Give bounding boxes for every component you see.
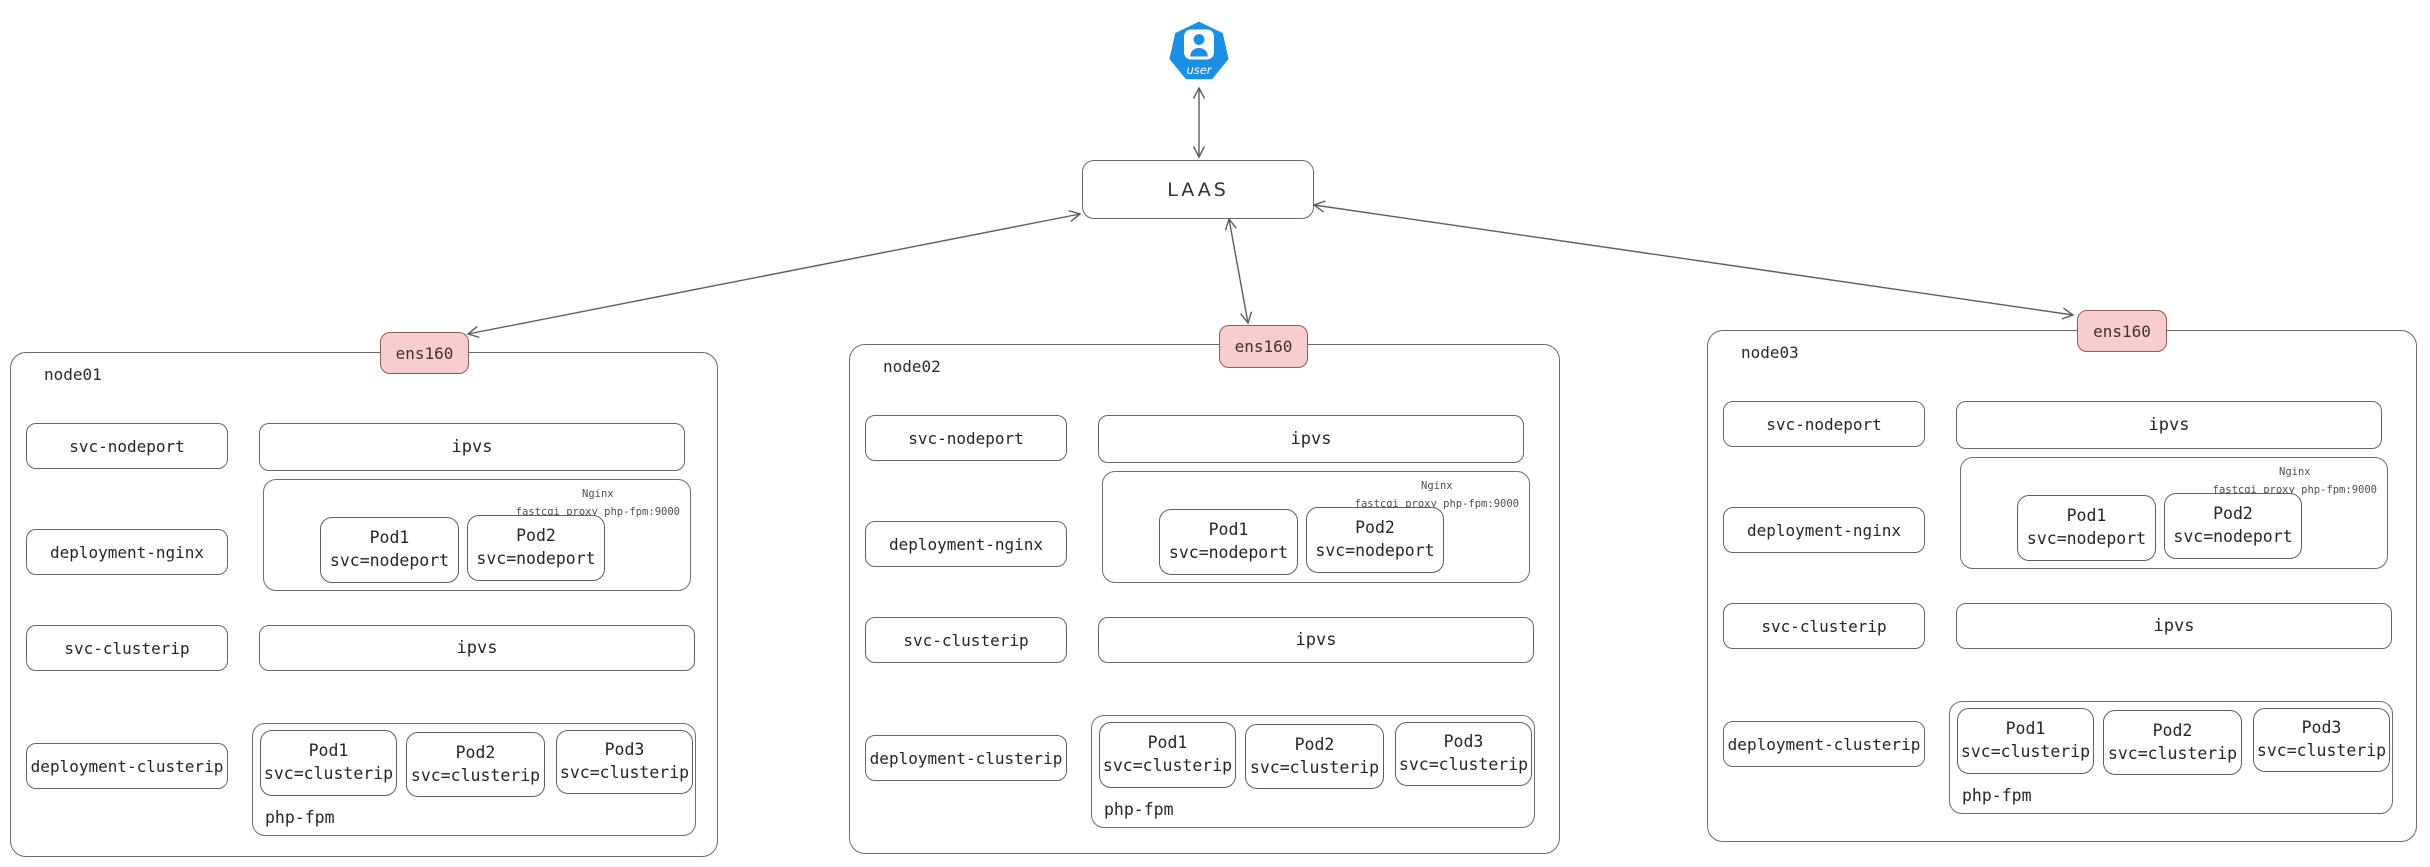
ipvs-box-top: ipvs (1956, 401, 2382, 449)
pod-clusterip-1: Pod1 svc=clusterip (260, 730, 397, 796)
pod-clusterip-1: Pod1 svc=clusterip (1099, 722, 1236, 788)
pod-service: svc=nodeport (1168, 543, 1289, 562)
pod-title: Pod1 (2005, 719, 2046, 739)
node-group: node01 svc-nodeport deployment-nginx svc… (10, 352, 718, 857)
phpfpm-pod-group: Pod1 svc=clusterip Pod2 svc=clusterip Po… (1091, 715, 1535, 828)
ens160-interface: ens160 (2077, 310, 2167, 352)
pod-service: svc=clusterip (410, 765, 541, 785)
deployment-clusterip-box: deployment-clusterip (1723, 721, 1925, 767)
ipvs-box-top: ipvs (259, 423, 685, 471)
user-body (1190, 48, 1208, 57)
pod-clusterip-2: Pod2 svc=clusterip (1245, 724, 1384, 789)
pod-clusterip-2: Pod2 svc=clusterip (406, 732, 545, 797)
pod-title: Pod1 (369, 528, 410, 548)
pod-title: Pod1 (2066, 506, 2107, 526)
svc-nodeport-box: svc-nodeport (26, 423, 228, 469)
pod-clusterip-3: Pod3 svc=clusterip (556, 730, 693, 794)
phpfpm-label: php-fpm (1962, 786, 2032, 805)
svc-nodeport-box: svc-nodeport (865, 415, 1067, 461)
node-title: node03 (1741, 343, 1799, 362)
deployment-nginx-box: deployment-nginx (1723, 507, 1925, 553)
ipvs-box-bottom: ipvs (1098, 617, 1534, 663)
nginx-pod-group: Nginx fastcgi_proxy php-fpm:9000 Pod1 sv… (1102, 471, 1530, 583)
pod-clusterip-1: Pod1 svc=clusterip (1957, 708, 2094, 774)
ipvs-box-bottom: ipvs (259, 625, 695, 671)
nginx-pod-group: Nginx fastcgi_proxy php-fpm:9000 Pod1 sv… (263, 479, 691, 591)
nginx-annotation-line1: Nginx (1421, 480, 1453, 492)
pod-service: svc=clusterip (559, 763, 690, 782)
phpfpm-pod-group: Pod1 svc=clusterip Pod2 svc=clusterip Po… (1949, 701, 2393, 814)
ipvs-box-bottom: ipvs (1956, 603, 2392, 649)
pod-service: svc=clusterip (2256, 741, 2387, 760)
pod-title: Pod2 (455, 742, 496, 762)
pod-service: svc=clusterip (1249, 757, 1380, 777)
laas-box: LAAS (1082, 160, 1314, 219)
nginx-annotation-line1: Nginx (2279, 466, 2311, 478)
node-group: node03 svc-nodeport deployment-nginx svc… (1707, 330, 2417, 842)
phpfpm-label: php-fpm (265, 808, 335, 827)
pod-title: Pod1 (1208, 520, 1249, 540)
pod-service: svc=clusterip (2107, 743, 2238, 763)
nginx-annotation-line1: Nginx (582, 488, 614, 500)
svc-nodeport-box: svc-nodeport (1723, 401, 1925, 447)
pod-service: svc=nodeport (2173, 527, 2293, 546)
ipvs-box-top: ipvs (1098, 415, 1524, 463)
nginx-annotation-line2: fastcgi_proxy php-fpm:9000 (1354, 497, 1519, 510)
pod-title: Pod2 (2213, 504, 2253, 524)
pod-service: svc=clusterip (1102, 756, 1233, 775)
pod-title: Pod2 (1355, 518, 1395, 538)
pod-nodeport-2: Pod2 svc=nodeport (1306, 507, 1444, 573)
nginx-pod-group: Nginx fastcgi_proxy php-fpm:9000 Pod1 sv… (1960, 457, 2388, 569)
pod-service: svc=clusterip (1960, 742, 2091, 761)
ens160-interface: ens160 (1219, 325, 1308, 368)
pod-title: Pod3 (2301, 718, 2342, 738)
pod-title: Pod2 (2152, 720, 2193, 740)
pod-title: Pod3 (604, 740, 645, 760)
node-title: node01 (44, 365, 102, 384)
pod-nodeport-1: Pod1 svc=nodeport (2017, 495, 2156, 561)
pod-service: svc=nodeport (1315, 541, 1435, 560)
deployment-clusterip-box: deployment-clusterip (865, 735, 1067, 781)
node-title: node02 (883, 357, 941, 376)
node-group: node02 svc-nodeport deployment-nginx svc… (849, 344, 1560, 854)
user-label: user (1186, 63, 1212, 77)
pod-service: svc=nodeport (329, 551, 450, 570)
deployment-nginx-box: deployment-nginx (865, 521, 1067, 567)
user-icon: user (1166, 18, 1232, 85)
pod-service: svc=clusterip (1398, 755, 1529, 774)
pod-clusterip-3: Pod3 svc=clusterip (2253, 708, 2390, 772)
ens160-interface: ens160 (380, 332, 469, 374)
phpfpm-pod-group: Pod1 svc=clusterip Pod2 svc=clusterip Po… (252, 723, 696, 836)
nginx-annotation-line2: fastcgi_proxy php-fpm:9000 (515, 505, 680, 518)
pod-service: svc=nodeport (476, 549, 596, 568)
pod-service: svc=nodeport (2026, 529, 2147, 548)
pod-nodeport-1: Pod1 svc=nodeport (320, 517, 459, 583)
deployment-clusterip-box: deployment-clusterip (26, 743, 228, 789)
pod-title: Pod1 (308, 741, 349, 761)
nginx-annotation: Nginx fastcgi_proxy php-fpm:9000 (516, 486, 680, 522)
svc-clusterip-box: svc-clusterip (1723, 603, 1925, 649)
pod-title: Pod2 (1294, 734, 1335, 754)
pod-nodeport-2: Pod2 svc=nodeport (2164, 493, 2302, 559)
pod-title: Pod1 (1147, 733, 1188, 753)
pod-title: Pod3 (1443, 732, 1484, 752)
svc-clusterip-box: svc-clusterip (865, 617, 1067, 663)
nginx-annotation: Nginx fastcgi_proxy php-fpm:9000 (1355, 478, 1519, 514)
nginx-annotation: Nginx fastcgi_proxy php-fpm:9000 (2213, 464, 2377, 500)
phpfpm-label: php-fpm (1104, 800, 1174, 819)
pod-service: svc=clusterip (263, 764, 394, 783)
nginx-annotation-line2: fastcgi_proxy php-fpm:9000 (2212, 483, 2377, 496)
pod-title: Pod2 (516, 526, 556, 546)
pod-clusterip-2: Pod2 svc=clusterip (2103, 710, 2242, 775)
pod-clusterip-3: Pod3 svc=clusterip (1395, 722, 1532, 786)
svc-clusterip-box: svc-clusterip (26, 625, 228, 671)
pod-nodeport-2: Pod2 svc=nodeport (467, 515, 605, 581)
user-head (1193, 34, 1205, 45)
pod-nodeport-1: Pod1 svc=nodeport (1159, 509, 1298, 575)
deployment-nginx-box: deployment-nginx (26, 529, 228, 575)
